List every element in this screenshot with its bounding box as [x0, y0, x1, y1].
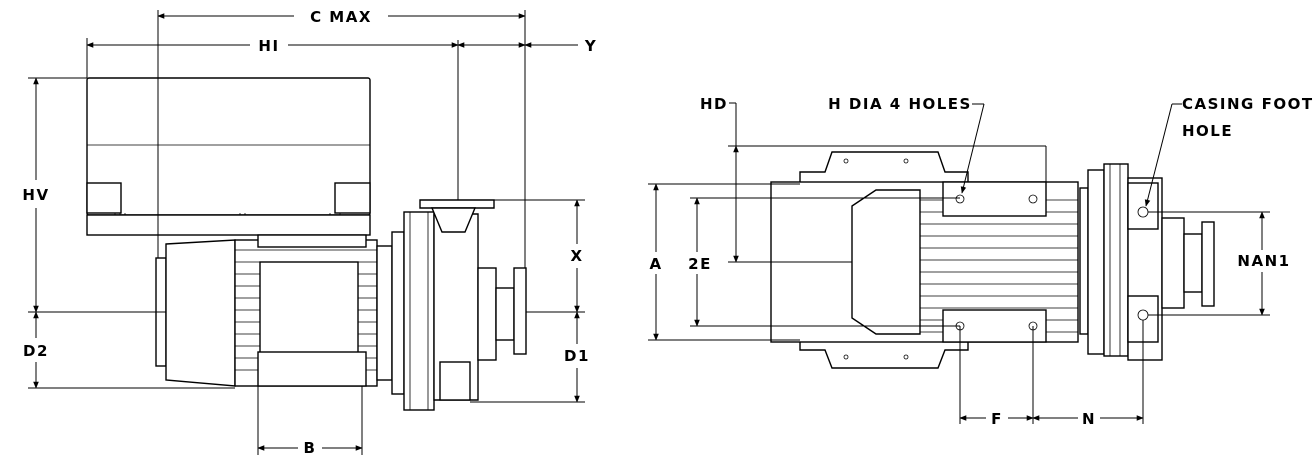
terminal-box [86, 77, 371, 236]
casing-foot-hole-label: HOLE [1182, 122, 1233, 140]
c-max-label: C MAX [310, 8, 372, 26]
x-label: X [570, 247, 583, 265]
side-view: C MAX HI Y HV D2 X D1 [22, 8, 597, 455]
d2-label: D2 [23, 342, 49, 360]
f-label: F [991, 410, 1003, 428]
y-label: Y [584, 37, 597, 55]
hi-label: HI [258, 37, 279, 55]
motor-base [799, 151, 969, 369]
2e-label: 2E [688, 255, 712, 273]
motor-top [770, 181, 1079, 343]
pump-end [1079, 163, 1215, 361]
d1-label: D1 [564, 347, 590, 365]
nan1-label: NAN1 [1237, 252, 1290, 270]
casing-foot-label: CASING FOOT [1182, 95, 1314, 113]
b-label: B [304, 439, 317, 455]
a-label: A [649, 255, 662, 273]
hd-label: HD [700, 95, 728, 113]
h-dia-label: H DIA 4 HOLES [828, 95, 972, 113]
pump-casing [391, 199, 527, 411]
motor-body [155, 234, 393, 387]
end-view: HD H DIA 4 HOLES CASING FOOT HOLE A 2E N… [648, 95, 1314, 428]
hv-label: HV [22, 186, 49, 204]
n-label: N [1082, 410, 1096, 428]
